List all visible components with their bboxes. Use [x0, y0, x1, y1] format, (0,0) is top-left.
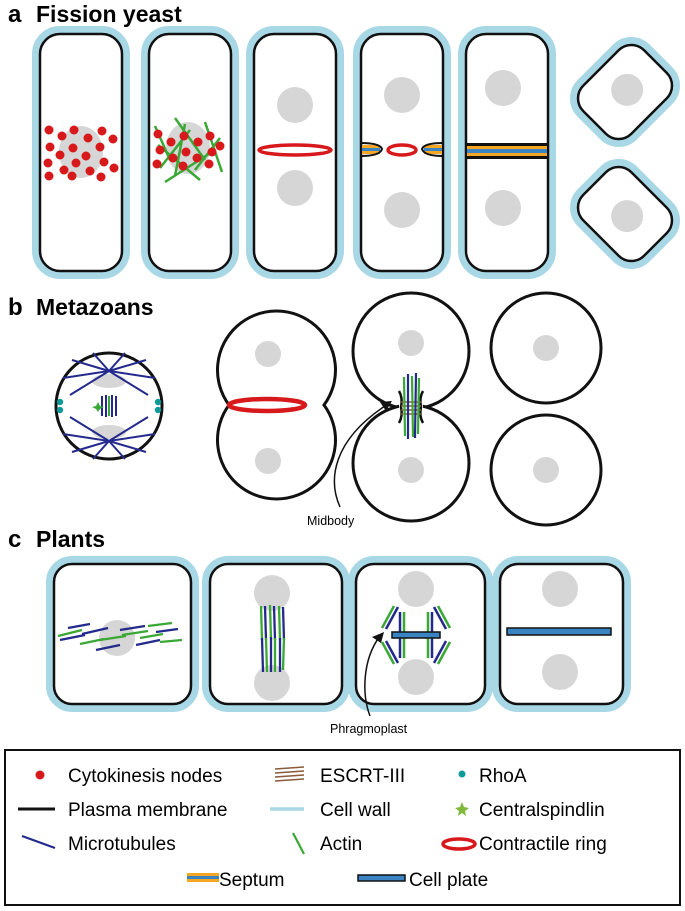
escrt-coil-icon — [274, 766, 305, 782]
microtubules — [62, 352, 156, 460]
legend-item-cytokinesis-nodes: Cytokinesis nodes — [35, 766, 222, 787]
panel-a-letter: a — [8, 1, 22, 28]
legend-box — [4, 749, 681, 906]
septum — [467, 143, 547, 159]
panel-c: c Plants — [8, 526, 631, 736]
contractile-ring — [226, 396, 308, 414]
midbody-microtubules — [402, 372, 421, 439]
teal-dot-icon — [458, 770, 466, 778]
rhoA — [56, 398, 162, 414]
legend-item-cell-wall: Cell wall — [270, 800, 391, 821]
legend-label: Centralspindlin — [479, 800, 605, 821]
yeast-cell-2 — [141, 26, 239, 279]
legend-item-septum: Septum — [187, 870, 284, 891]
legend-item-escrt-iii: ESCRT-III — [274, 766, 405, 787]
yeast-cell-1 — [32, 26, 130, 279]
green-line-icon — [292, 832, 305, 855]
panel-b: b Metazoans — [8, 291, 603, 528]
phragmoplast-label: Phragmoplast — [330, 722, 408, 736]
forming-cell-plate — [391, 631, 441, 639]
legend-label: Actin — [320, 834, 362, 855]
legend-item-centralspindlin: Centralspindlin — [455, 800, 605, 821]
legend-label: ESCRT-III — [320, 766, 405, 787]
phragmoplast-filaments — [380, 605, 452, 665]
metazoan-spindle-cell — [54, 351, 164, 461]
legend-label: Plasma membrane — [68, 800, 227, 821]
legend-label: Cell wall — [320, 800, 391, 821]
centralspindlin — [92, 402, 104, 412]
cytokinesis-nodes — [152, 129, 225, 171]
preprophase-filaments — [57, 621, 183, 652]
panel-c-title: Plants — [36, 526, 105, 552]
metazoan-daughter-cells — [489, 291, 603, 527]
panel-b-letter: b — [8, 294, 23, 321]
plant-cell-1 — [46, 556, 199, 712]
cytokinesis-nodes — [43, 125, 119, 182]
plant-cell-3 — [348, 556, 493, 712]
cell-plate-bar-icon — [357, 874, 406, 882]
legend-item-actin: Actin — [292, 832, 362, 855]
blue-line-icon — [21, 834, 56, 850]
legend: Cytokinesis nodes ESCRT-III RhoA Plasma … — [4, 749, 681, 906]
metazoan-midbody-cell — [351, 291, 471, 523]
panel-b-title: Metazoans — [36, 294, 154, 320]
contractile-ring — [386, 143, 418, 157]
yeast-daughter-top — [570, 37, 680, 147]
midbody-label: Midbody — [307, 514, 355, 528]
phragmoplast-callout: Phragmoplast — [330, 632, 408, 736]
panel-a: a Fission yeast — [8, 1, 680, 279]
midbody-callout: Midbody — [307, 401, 392, 528]
legend-label: Microtubules — [68, 834, 176, 855]
plant-cell-2 — [202, 556, 350, 712]
yeast-cell-3 — [246, 26, 344, 279]
legend-label: Contractile ring — [479, 834, 607, 855]
red-dot-icon — [35, 770, 45, 780]
septum-bar-icon — [187, 873, 219, 882]
plant-cell-4 — [492, 556, 631, 712]
legend-label: Septum — [219, 870, 284, 891]
actin-filaments — [153, 117, 224, 184]
legend-item-microtubules: Microtubules — [21, 834, 176, 855]
panel-c-letter: c — [8, 526, 21, 553]
yeast-daughter-bottom — [570, 159, 680, 269]
panel-a-title: Fission yeast — [36, 1, 182, 27]
yeast-cell-4 — [353, 26, 451, 279]
legend-item-rhoa: RhoA — [458, 766, 527, 787]
yeast-cell-5 — [458, 26, 556, 279]
legend-item-plasma-membrane: Plasma membrane — [18, 800, 227, 821]
legend-label: Cytokinesis nodes — [68, 766, 222, 787]
contractile-ring — [257, 143, 333, 157]
cell-plate — [506, 627, 612, 636]
legend-item-contractile-ring: Contractile ring — [441, 834, 607, 855]
legend-label: Cell plate — [409, 870, 488, 891]
legend-label: RhoA — [479, 766, 527, 787]
spindle-filaments — [259, 604, 286, 673]
metazoan-furrowing-cell — [216, 309, 337, 501]
red-ring-icon — [441, 837, 477, 851]
legend-item-cell-plate: Cell plate — [357, 870, 488, 891]
green-star-icon — [455, 802, 469, 816]
